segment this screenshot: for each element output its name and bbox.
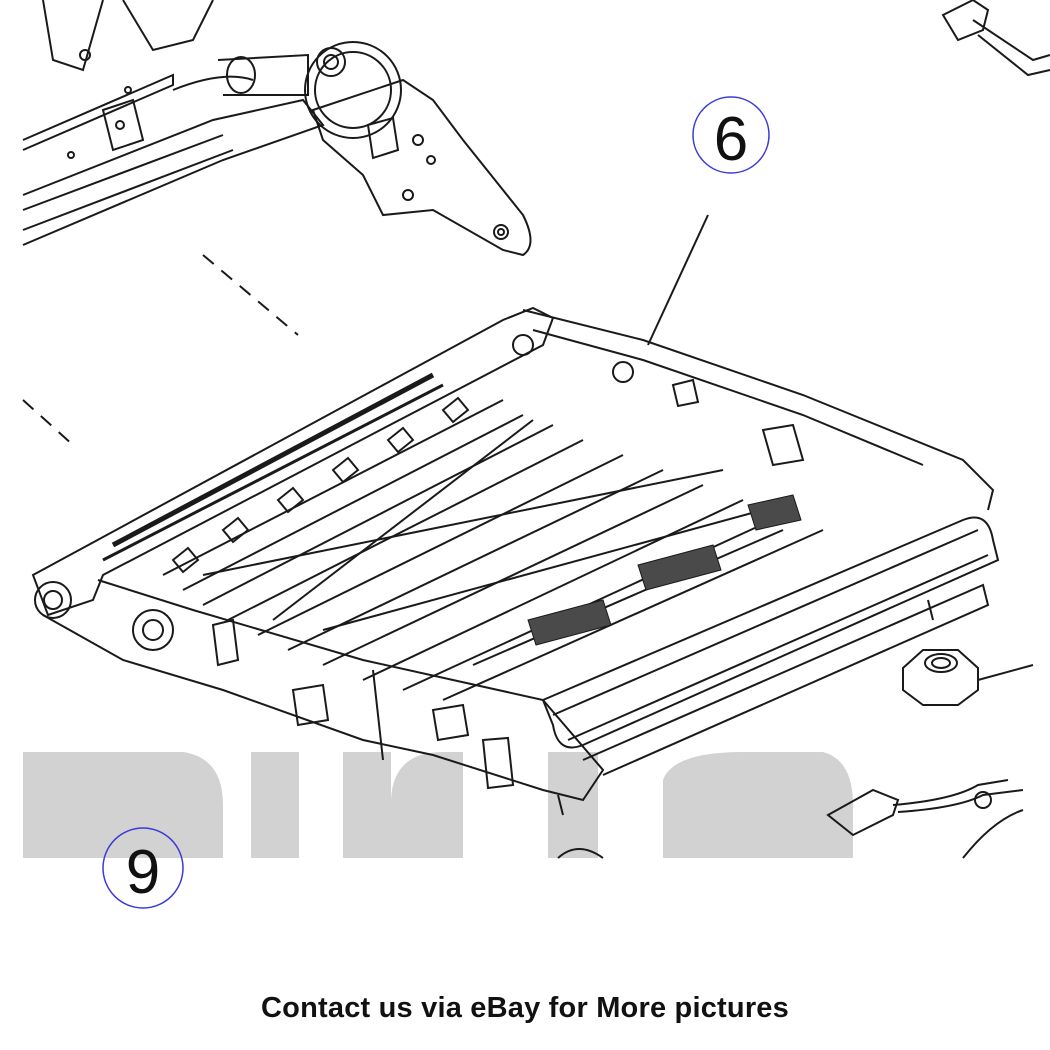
callout-9: 9 — [102, 827, 184, 909]
alignment-lines — [22, 254, 299, 446]
seat-cushion-frame — [31, 306, 1000, 816]
connector-top-right — [941, 0, 1050, 77]
wire-harness — [826, 779, 1024, 859]
callout-6-label: 6 — [714, 105, 748, 174]
recliner-bracket — [217, 41, 532, 257]
seat-back-frame — [22, 0, 325, 246]
callout-6-leader — [647, 214, 709, 346]
parts-diagram: 6 9 — [22, 0, 1050, 909]
contact-caption: Contact us via eBay for More pictures — [261, 992, 789, 1024]
hex-nut — [902, 649, 1034, 706]
callout-9-label: 9 — [126, 838, 160, 907]
watermark — [23, 752, 853, 858]
callout-6: 6 — [692, 96, 770, 174]
partial-nut — [557, 848, 604, 859]
coil-springs — [527, 494, 802, 646]
